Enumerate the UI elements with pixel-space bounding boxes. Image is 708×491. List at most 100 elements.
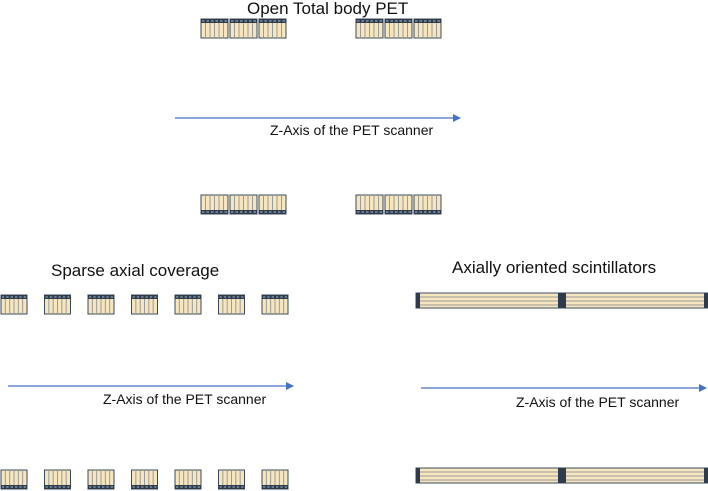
sipm-pixel xyxy=(428,211,431,213)
sipm-pixel xyxy=(89,486,92,488)
sipm-pixel xyxy=(404,20,407,22)
sipm-pixel xyxy=(93,296,96,298)
sipm-pixel xyxy=(415,211,418,213)
sipm-pixel xyxy=(419,211,422,213)
sipm-pixel xyxy=(184,296,187,298)
photodetector-strip xyxy=(88,485,114,489)
sipm-pixel xyxy=(428,20,431,22)
sipm-pixel xyxy=(415,20,418,22)
photodetector-strip xyxy=(356,210,383,214)
sipm-pixel xyxy=(269,211,272,213)
detector-module xyxy=(131,469,158,490)
detector-module xyxy=(218,294,245,315)
photodetector-strip xyxy=(259,210,286,214)
sipm-pixel xyxy=(263,486,266,488)
sipm-pixel xyxy=(284,486,287,488)
sipm-pixel xyxy=(220,211,223,213)
sipm-pixel xyxy=(176,296,179,298)
sipm-pixel xyxy=(271,486,274,488)
sipm-pixel xyxy=(193,296,196,298)
sipm-pixel xyxy=(379,211,382,213)
sipm-pixel xyxy=(149,296,153,298)
sipm-pixel xyxy=(228,296,231,298)
sipm-pixel xyxy=(6,486,9,488)
photodetector-strip xyxy=(218,485,245,489)
sipm-pixel xyxy=(280,296,283,298)
sipm-pixel xyxy=(2,486,5,488)
sipm-pixel xyxy=(224,20,227,22)
sipm-pixel xyxy=(271,296,274,298)
photodetector-strip xyxy=(44,295,71,299)
sipm-pixel xyxy=(193,486,196,488)
sipm-pixel xyxy=(231,20,234,22)
sipm-pixel xyxy=(202,20,205,22)
photodetector-strip xyxy=(131,485,158,489)
sipm-pixel xyxy=(240,211,243,213)
photodetector-strip xyxy=(175,295,201,299)
sipm-pixel xyxy=(19,486,22,488)
sipm-pixel xyxy=(23,486,26,488)
sipm-pixel xyxy=(10,296,13,298)
detector-module xyxy=(384,194,413,215)
detector-module xyxy=(355,194,384,215)
sipm-pixel xyxy=(366,20,369,22)
photodetector-end xyxy=(704,293,708,308)
sipm-pixel xyxy=(189,486,192,488)
sipm-pixel xyxy=(260,211,263,213)
sipm-pixel xyxy=(62,296,66,298)
photodetector-end xyxy=(416,293,420,308)
sipm-pixel xyxy=(375,20,378,22)
sipm-pixel xyxy=(244,211,247,213)
sipm-pixel xyxy=(58,486,61,488)
photodetector-strip xyxy=(201,19,228,23)
sipm-pixel xyxy=(19,296,22,298)
sipm-pixel xyxy=(408,20,411,22)
sipm-pixel xyxy=(202,211,205,213)
sipm-pixel xyxy=(395,20,398,22)
sipm-pixel xyxy=(220,20,223,22)
sparse-axial-panel xyxy=(0,294,294,490)
axially-oriented-title: Axially oriented scintillators xyxy=(452,258,657,277)
sipm-pixel xyxy=(375,211,378,213)
sipm-pixel xyxy=(235,211,238,213)
sipm-pixel xyxy=(357,211,360,213)
sipm-pixel xyxy=(424,20,427,22)
photodetector-strip xyxy=(88,295,114,299)
sipm-pixel xyxy=(132,486,135,488)
sipm-pixel xyxy=(58,296,61,298)
sipm-pixel xyxy=(249,20,252,22)
photodetector-end xyxy=(558,293,562,308)
sipm-pixel xyxy=(219,486,222,488)
sipm-pixel xyxy=(361,211,364,213)
detector-module xyxy=(200,18,229,39)
sipm-pixel xyxy=(62,486,66,488)
sipm-pixel xyxy=(231,211,234,213)
sipm-pixel xyxy=(276,486,279,488)
sipm-pixel xyxy=(197,296,200,298)
sipm-pixel xyxy=(361,20,364,22)
sipm-pixel xyxy=(284,296,287,298)
photodetector-end xyxy=(416,468,420,483)
sipm-pixel xyxy=(253,20,256,22)
sipm-pixel xyxy=(433,20,436,22)
sipm-pixel xyxy=(419,20,422,22)
sipm-pixel xyxy=(176,486,179,488)
photodetector-end xyxy=(558,468,562,483)
detector-module xyxy=(0,294,28,315)
detector-module xyxy=(258,194,287,215)
sipm-pixel xyxy=(241,486,244,488)
sipm-pixel xyxy=(136,486,140,488)
detector-module xyxy=(258,18,287,39)
detector-module xyxy=(131,294,158,315)
sipm-pixel xyxy=(219,296,222,298)
sipm-pixel xyxy=(240,20,243,22)
photodetector-strip xyxy=(385,19,412,23)
sipm-pixel xyxy=(282,211,285,213)
sipm-pixel xyxy=(106,486,109,488)
sipm-pixel xyxy=(236,486,240,488)
sipm-pixel xyxy=(282,20,285,22)
detector-module xyxy=(384,18,413,39)
sipm-pixel xyxy=(404,211,407,213)
sipm-pixel xyxy=(97,486,100,488)
